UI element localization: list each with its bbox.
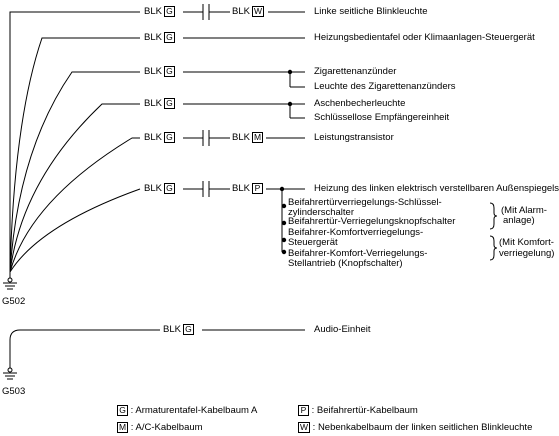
legend-code: G	[117, 405, 128, 416]
legend-code: M	[117, 422, 129, 433]
legend-item: W : Nebenkabelbaum der linken seitlichen…	[298, 422, 532, 433]
component-label: Leistungstransistor	[314, 132, 394, 143]
wire-4	[9, 103, 140, 273]
component-label: Beifahrer-Komfortverriegelungs-	[288, 227, 424, 238]
legend-code: P	[298, 405, 309, 416]
connector-code: G	[163, 32, 175, 43]
component-label: Audio-Einheit	[314, 324, 371, 335]
legend-text: : Beifahrertür-Kabelbaum	[311, 405, 418, 416]
wire-color-label: BLK	[232, 132, 250, 143]
wire-6	[9, 188, 141, 273]
connector-code: P	[251, 183, 263, 194]
wire-color-label: BLK	[144, 132, 162, 143]
wire-color-label: BLK	[144, 6, 162, 17]
component-label: Heizungsbedientafel oder Klimaanlagen-St…	[314, 32, 535, 43]
wire-1	[9, 11, 140, 272]
component-label: Leuchte des Zigarettenanzünders	[314, 81, 456, 92]
connector-code: G	[163, 66, 175, 77]
ground-label: G502	[2, 296, 26, 307]
ground-label: G503	[2, 386, 26, 397]
wire-audio	[9, 329, 160, 364]
component-label: Steuergerät	[288, 237, 338, 248]
connector-code: W	[251, 6, 264, 17]
connector-code: G	[163, 132, 175, 143]
wire-color-label: BLK	[144, 183, 162, 194]
wire-color-label: BLK	[232, 6, 250, 17]
connector-code: G	[182, 324, 194, 335]
component-label: Stellantrieb (Knopfschalter)	[288, 258, 403, 269]
component-label: Schlüssellose Empfängereinheit	[314, 112, 450, 123]
legend-code: W	[298, 422, 311, 433]
alarm-note: (Mit Alarm-	[501, 205, 547, 216]
wire-5	[9, 137, 140, 273]
comfort-note: (Mit Komfort-	[499, 237, 554, 248]
component-label: Zigarettenanzünder	[314, 66, 397, 77]
legend-item: P : Beifahrertür-Kabelbaum	[298, 405, 418, 416]
legend-text: : Nebenkabelbaum der linken seitlichen B…	[312, 422, 533, 433]
connector-code: G	[163, 98, 175, 109]
component-label: Beifahrer-Komfort-Verriegelungs-	[288, 248, 428, 259]
wire-color-label: BLK	[163, 324, 181, 335]
wire-2	[9, 37, 140, 273]
legend-item: M : A/C-Kabelbaum	[117, 422, 203, 433]
wire-3	[9, 71, 140, 273]
component-label: zylinderschalter	[288, 207, 354, 218]
wire-color-label: BLK	[144, 32, 162, 43]
legend-item: G : Armaturentafel-Kabelbaum A	[117, 405, 257, 416]
comfort-note: verriegelung)	[499, 248, 555, 259]
component-label: Linke seitliche Blinkleuchte	[314, 6, 428, 17]
alarm-note: anlage)	[503, 215, 535, 226]
connector-code: G	[163, 6, 175, 17]
connector-code: M	[251, 132, 264, 143]
component-label: Beifahrertürverriegelungs-Schlüssel-	[288, 197, 442, 208]
wire-color-label: BLK	[144, 66, 162, 77]
legend-text: : A/C-Kabelbaum	[130, 422, 203, 433]
component-label: Aschenbecherleuchte	[314, 98, 406, 109]
wire-color-label: BLK	[144, 98, 162, 109]
connector-code: G	[163, 183, 175, 194]
wire-color-label: BLK	[232, 183, 250, 194]
component-label: Heizung des linken elektrisch verstellba…	[314, 183, 559, 194]
component-label: Beifahrertür-Verriegelungsknopfschalter	[288, 216, 456, 227]
legend-text: : Armaturentafel-Kabelbaum A	[130, 405, 258, 416]
